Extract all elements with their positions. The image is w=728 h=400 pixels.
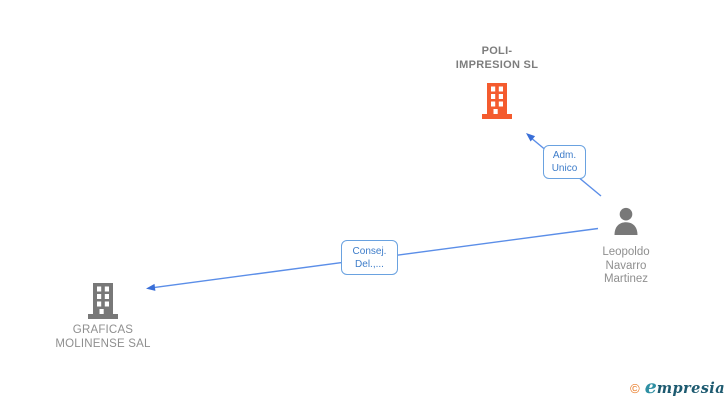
person-name-leopoldo-navarro[interactable]: Leopoldo Navarro Martinez xyxy=(602,246,650,285)
company-node-graficas-molinense[interactable]: GRAFICAS MOLINENSE SAL xyxy=(43,283,163,351)
arrowhead-to-graficas-molinense xyxy=(146,283,156,291)
company-node-poli-impresion[interactable]: POLI- IMPRESION SL xyxy=(437,44,557,119)
empresia-logo-text: mpresia xyxy=(656,380,725,397)
empresia-logo[interactable]: © e mpresia xyxy=(630,376,725,398)
empresia-logo-e: e xyxy=(644,376,657,398)
copyright-icon: © xyxy=(630,381,640,396)
company-name-poli-impresion[interactable]: POLI- IMPRESION SL xyxy=(455,45,539,71)
arrowhead-to-poli-impresion xyxy=(526,133,536,142)
building-icon-graficas-molinense[interactable] xyxy=(87,283,119,319)
person-node-leopoldo-navarro[interactable]: Leopoldo Navarro Martinez xyxy=(566,207,686,287)
relation-label-consej-del[interactable]: Consej. Del.,... xyxy=(341,240,398,275)
relation-label-adm-unico[interactable]: Adm. Unico xyxy=(543,145,586,179)
company-name-graficas-molinense[interactable]: GRAFICAS MOLINENSE SAL xyxy=(55,324,151,350)
person-icon[interactable] xyxy=(612,207,640,235)
building-icon-poli-impresion[interactable] xyxy=(481,83,513,119)
